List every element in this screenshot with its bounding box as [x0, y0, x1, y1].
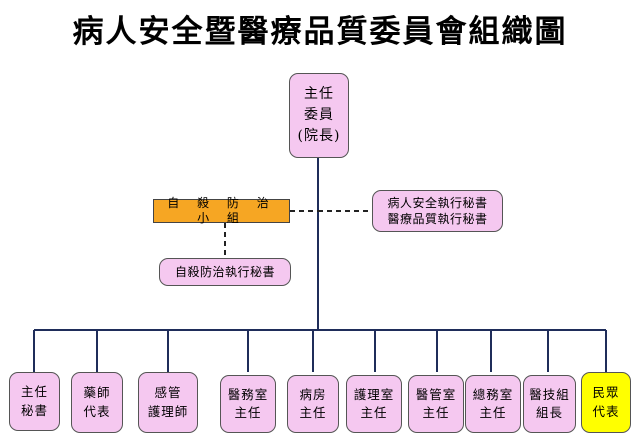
- member-box-medical-management: 醫管室 主任: [408, 375, 464, 433]
- member-label: 醫技組 組長: [529, 386, 570, 420]
- member-box-ward: 病房 主任: [287, 375, 339, 433]
- suicide-prevention-secretary-label: 自殺防治執行秘書: [174, 264, 275, 279]
- member-box-nursing: 護理室 主任: [346, 375, 402, 433]
- member-label: 主任 秘書: [20, 384, 48, 418]
- member-box-chief-secretary: 主任 秘書: [9, 372, 60, 431]
- member-box-medical-affairs: 醫務室 主任: [220, 375, 276, 433]
- executive-secretaries-label: 病人安全執行秘書 醫療品質執行秘書: [387, 195, 488, 226]
- suicide-prevention-group-box: 自 殺 防 治 小 組: [153, 196, 290, 225]
- member-label: 藥師 代表: [83, 385, 111, 419]
- member-label: 醫管室 主任: [415, 386, 457, 420]
- committee-chair-label: 主任 委員 (院長): [297, 86, 341, 144]
- member-label: 總務室 主任: [472, 386, 514, 420]
- member-label: 民眾 代表: [592, 385, 620, 419]
- suicide-prevention-group-label: 自 殺 防 治 小 組: [167, 195, 276, 225]
- member-box-infection-control-nurse: 感管 護理師: [138, 372, 198, 433]
- member-box-public-representative: 民眾 代表: [581, 372, 631, 433]
- member-box-medical-technology: 醫技組 組長: [523, 375, 576, 433]
- member-box-pharmacist: 藥師 代表: [71, 372, 123, 433]
- executive-secretaries-box: 病人安全執行秘書 醫療品質執行秘書: [372, 190, 503, 232]
- chart-title: 病人安全暨醫療品質委員會組織圖: [72, 14, 568, 50]
- member-label: 醫務室 主任: [227, 386, 269, 420]
- committee-chair-box: 主任 委員 (院長): [289, 73, 349, 158]
- member-label: 感管 護理師: [147, 385, 189, 419]
- member-label: 病房 主任: [299, 386, 327, 420]
- member-label: 護理室 主任: [353, 386, 395, 420]
- member-box-general-affairs: 總務室 主任: [465, 375, 521, 433]
- suicide-prevention-secretary-box: 自殺防治執行秘書: [159, 258, 291, 286]
